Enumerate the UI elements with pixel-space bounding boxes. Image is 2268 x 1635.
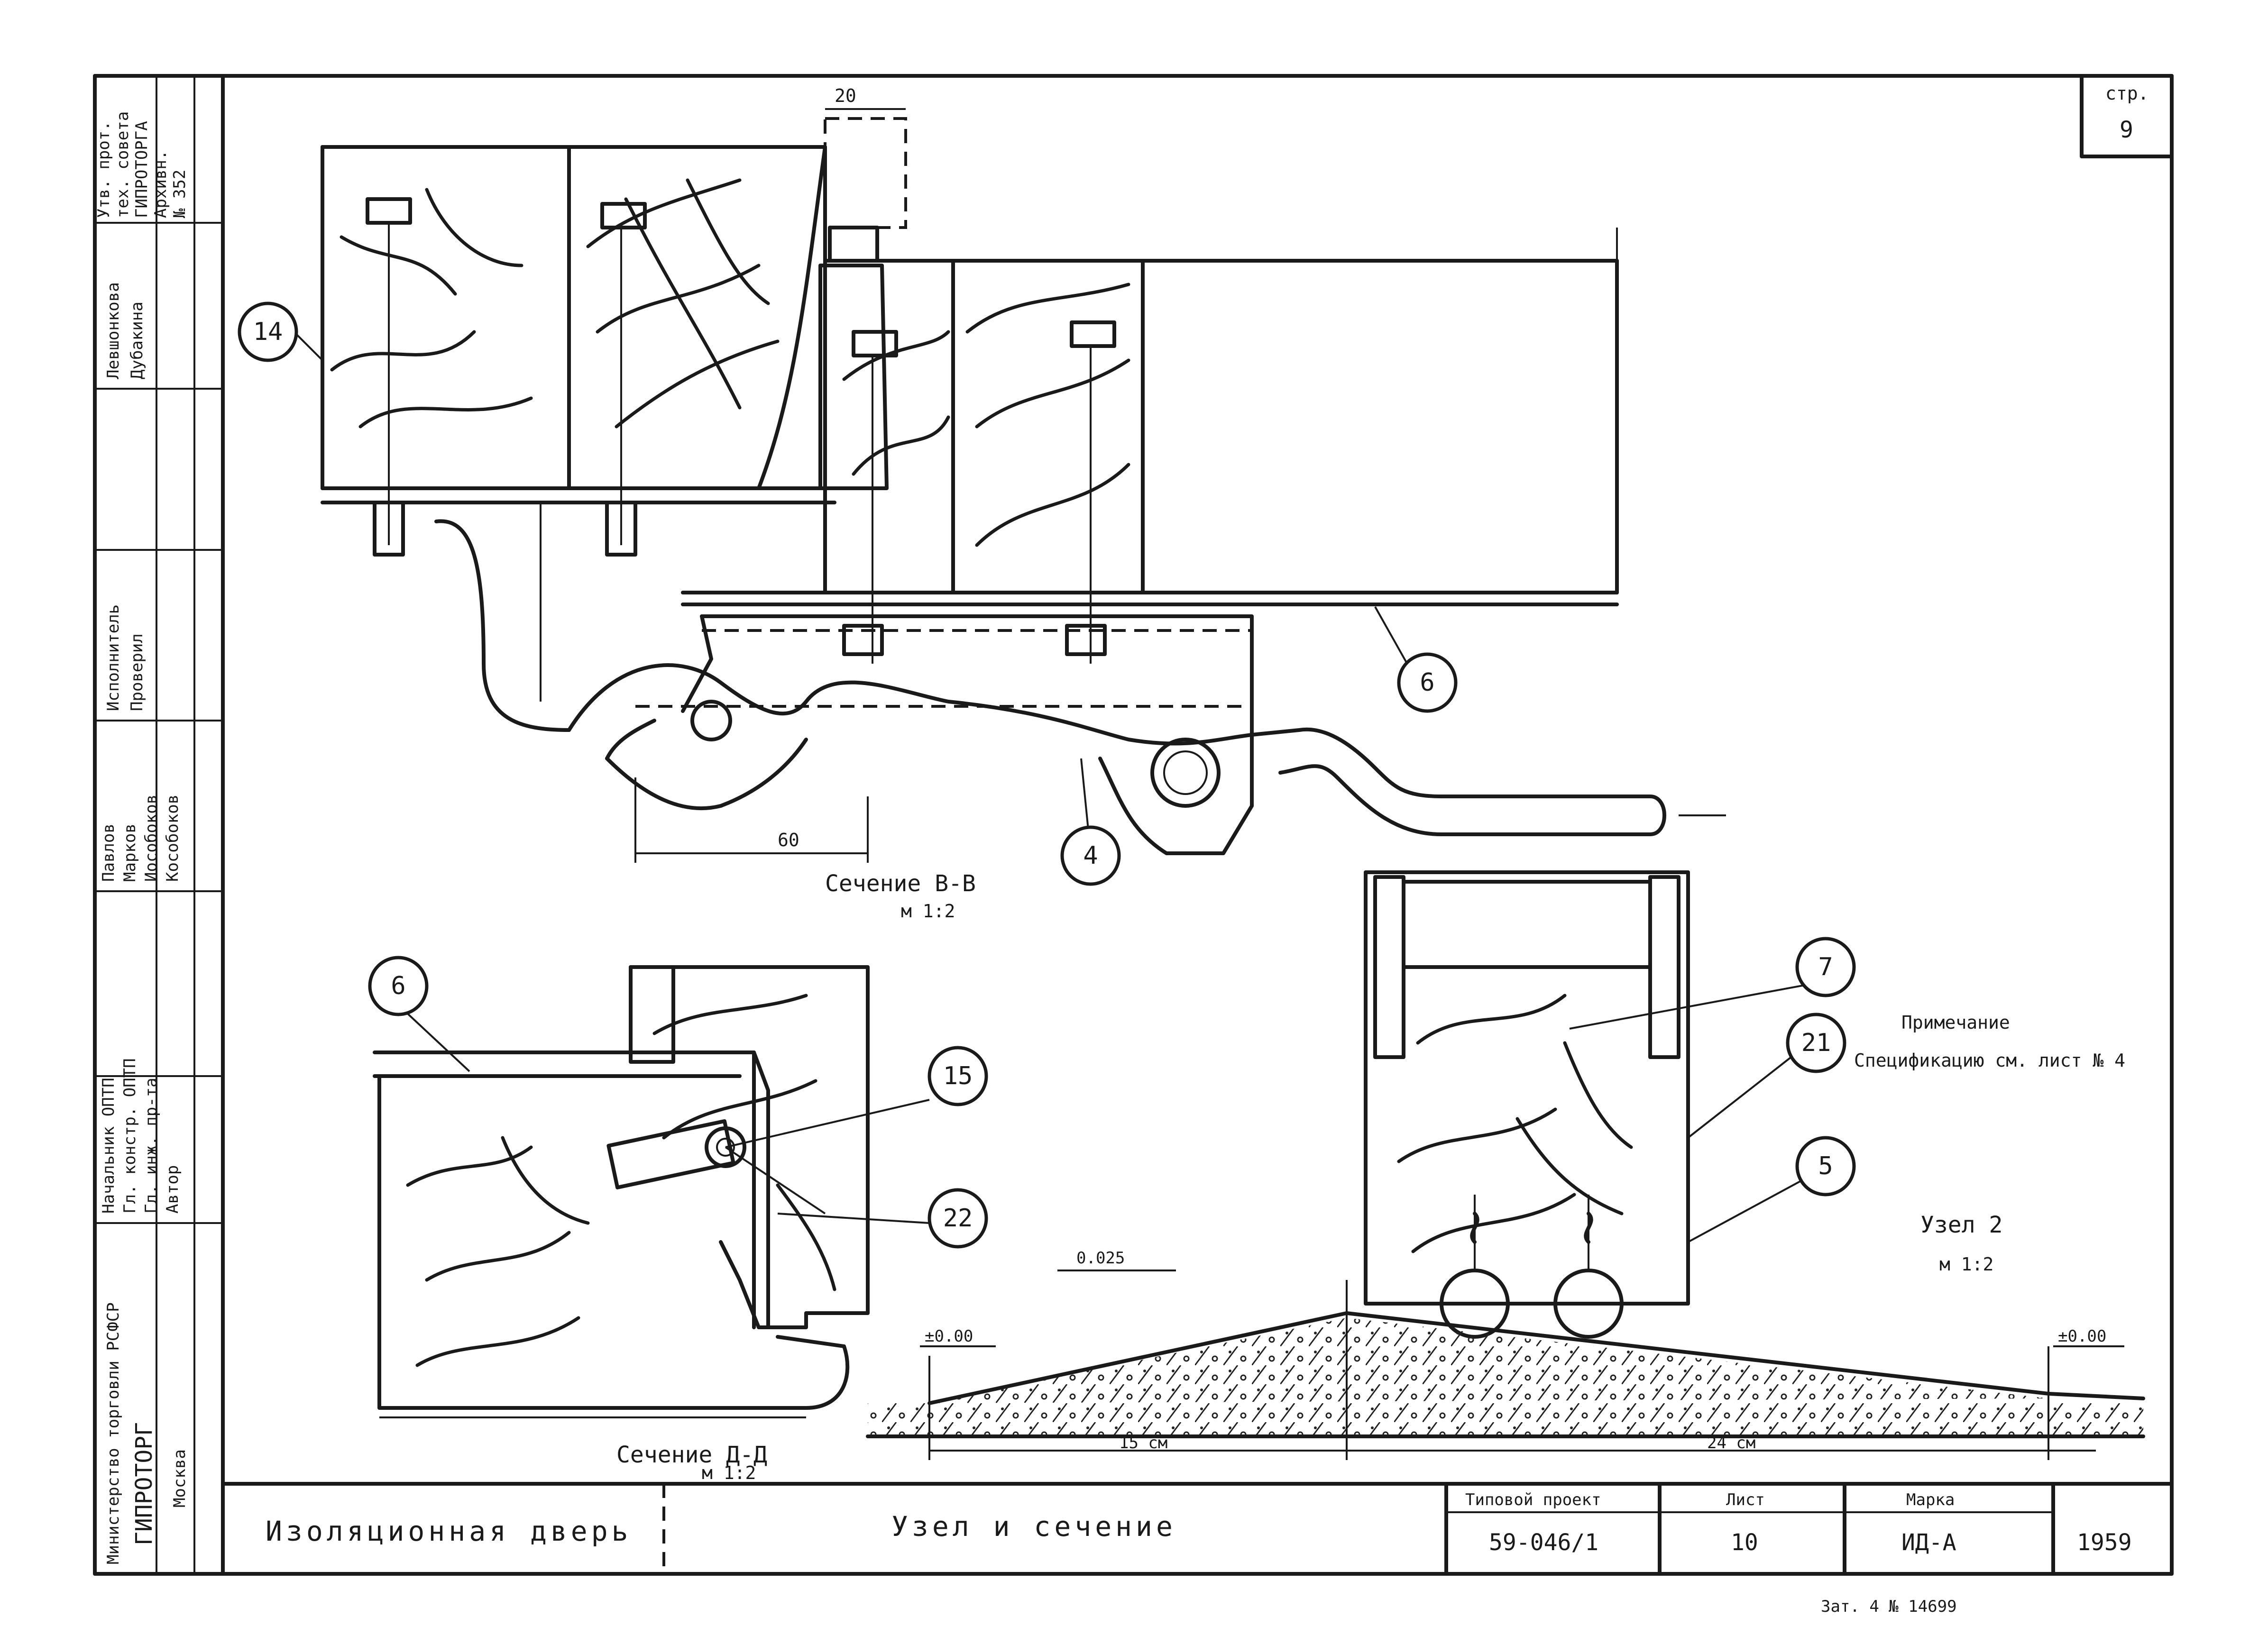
node-2-scale: м 1:2: [1939, 1254, 1993, 1275]
role-label: Гл. констр. ОПТП: [120, 1058, 139, 1214]
org-city: Москва: [170, 1449, 189, 1507]
callout-6-top: [1397, 652, 1458, 713]
exec-label: Исполнитель: [104, 604, 123, 711]
name-label: Кособоков: [163, 795, 182, 882]
note-title: Примечание: [1901, 1012, 2010, 1033]
section-bb-drawing: [321, 108, 1726, 863]
outer-frame: [93, 74, 2174, 1576]
section-bb-title: Сечение В-В: [825, 870, 976, 897]
org-ministry: Министерство торговли РСФСР: [104, 1302, 123, 1564]
callout-label: 6: [1420, 668, 1434, 697]
list-label: Лист: [1726, 1490, 1765, 1509]
sheet-corner-box: [2080, 74, 2174, 158]
mark-label: Марка: [1906, 1490, 1955, 1509]
node-2-drawing: [866, 870, 2145, 1460]
callout-21: [1786, 1013, 1846, 1073]
project-label: Типовой проект: [1465, 1490, 1601, 1509]
callout-5: [1795, 1136, 1856, 1197]
sheet-corner-label: стр.: [2105, 83, 2149, 104]
callout-label: 4: [1083, 841, 1098, 870]
dim-24cm: 24 см: [1707, 1434, 1755, 1452]
role-label: Гл. инж. пр-та: [142, 1078, 161, 1214]
section-dd-scale: м 1:2: [702, 1462, 756, 1483]
callout-label: 14: [253, 318, 283, 346]
approval-note: Архивн.: [151, 150, 170, 218]
callout-22: [927, 1188, 988, 1249]
name-label: Дубакина: [128, 301, 147, 379]
callout-label: 7: [1818, 953, 1833, 981]
callout-label: 15: [943, 1062, 973, 1090]
node-2-title: Узел 2: [1920, 1212, 2002, 1238]
callout-6-bottom: [368, 956, 429, 1016]
year: 1959: [2077, 1529, 2132, 1556]
name-label: Иособоков: [142, 795, 161, 882]
callout-label: 5: [1818, 1152, 1833, 1180]
bottom-note: Зат. 4 № 14699: [1821, 1597, 1957, 1616]
name-label: Марков: [120, 823, 139, 882]
level-0025: 0.025: [1076, 1249, 1125, 1268]
approval-note: № 352: [170, 170, 189, 218]
dim-15cm: 15 см: [1119, 1434, 1167, 1452]
callout-15: [927, 1046, 988, 1106]
sheet-corner-number: 9: [2120, 117, 2133, 143]
section-dd-title: Сечение Д-Д: [616, 1442, 767, 1468]
callout-label: 22: [943, 1204, 973, 1233]
org-giprotorg: ГИПРОТОРГ: [131, 1422, 157, 1545]
name-label: Павлов: [99, 823, 118, 882]
callout-7: [1795, 937, 1856, 997]
approval-note: Утв. прот.: [94, 121, 113, 218]
role-label: Начальник ОПТП: [99, 1078, 118, 1214]
project-number: 59-046/1: [1489, 1529, 1598, 1556]
callout-label: 6: [391, 972, 405, 1000]
callout-4: [1060, 825, 1121, 886]
approval-note: ГИПРОТОРГА: [132, 121, 151, 218]
name-label: Левшонкова: [104, 282, 123, 379]
level-000-left: ±0.00: [925, 1327, 973, 1346]
dim-60: 60: [778, 830, 799, 850]
callout-label: 21: [1801, 1029, 1831, 1057]
note-text: Спецификацию см. лист № 4: [1854, 1050, 2125, 1071]
callout-14: [238, 301, 298, 362]
mark-value: ИД-А: [1901, 1529, 1956, 1556]
title-object: Изоляционная дверь: [266, 1515, 632, 1547]
approval-note: тех. совета: [113, 111, 132, 218]
role-label: Автор: [163, 1165, 182, 1214]
dim-20: 20: [835, 85, 856, 106]
list-number: 10: [1731, 1529, 1758, 1556]
level-000-right: ±0.00: [2058, 1327, 2106, 1346]
insulation-hatch: [1141, 259, 1619, 594]
title-sheet: Узел и сечение: [891, 1510, 1176, 1543]
section-dd-drawing: [373, 965, 930, 1418]
section-bb-scale: м 1:2: [901, 901, 955, 922]
exec-label: Проверил: [128, 633, 147, 711]
